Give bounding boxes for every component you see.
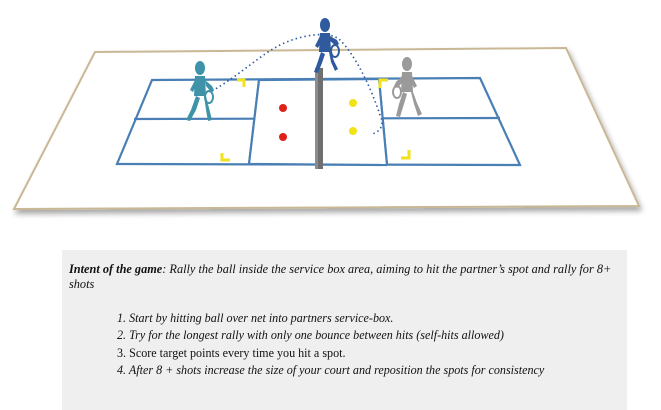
service-area-left xyxy=(249,80,319,164)
corner-marker xyxy=(220,153,230,162)
tennis-court-diagram xyxy=(12,18,641,211)
instructions-panel: Intent of the game: Rally the ball insid… xyxy=(62,250,627,410)
steps-list: 1. Start by hitting ball over net into p… xyxy=(117,310,619,380)
corner-markers xyxy=(220,78,411,162)
service-area-right xyxy=(321,79,387,165)
target-spot-red xyxy=(279,104,287,112)
target-spot-red xyxy=(279,133,287,141)
target-spot-yellow xyxy=(349,127,357,135)
list-item: 2. Try for the longest rally with only o… xyxy=(117,328,504,343)
player-right xyxy=(392,57,422,117)
player-left xyxy=(186,61,214,121)
intent-heading: Intent of the game xyxy=(69,262,163,276)
net-post xyxy=(315,68,323,169)
list-item: 1. Start by hitting ball over net into p… xyxy=(117,311,394,325)
player-top xyxy=(314,18,340,73)
intent-text: : Rally the ball inside the service box … xyxy=(69,262,612,291)
corner-marker xyxy=(378,78,388,88)
corner-marker xyxy=(401,150,411,160)
ball-path xyxy=(211,33,383,135)
list-item: 4. After 8 + shots increase the size of … xyxy=(117,363,545,378)
list-item: 3. Score target points every time you hi… xyxy=(117,345,346,360)
intent-paragraph: Intent of the game: Rally the ball insid… xyxy=(69,262,619,292)
corner-marker xyxy=(237,78,246,87)
target-spot-yellow xyxy=(349,99,357,107)
